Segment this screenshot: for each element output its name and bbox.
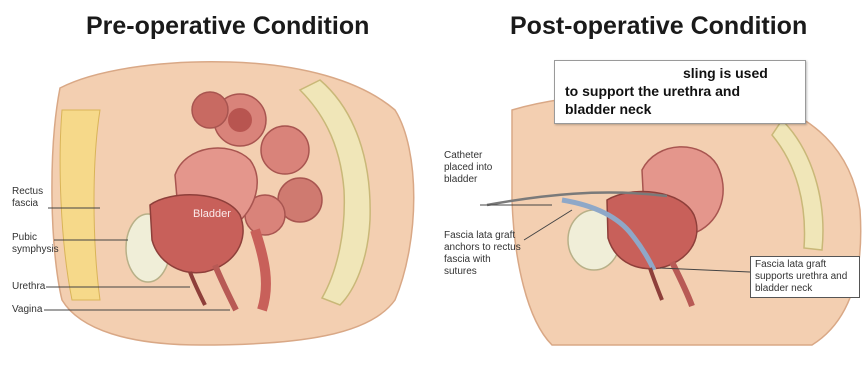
- callout-line-2: to support the urethra and: [565, 83, 740, 99]
- urethra-label: Urethra: [12, 281, 45, 293]
- post-operative-illustration: [432, 0, 865, 374]
- pre-operative-illustration: [0, 0, 432, 374]
- bladder: [607, 192, 697, 269]
- sling-callout: sling is used to support the urethra and…: [554, 60, 806, 124]
- callout-line-3: bladder neck: [565, 101, 651, 117]
- catheter-label: Catheter placed into bladder: [444, 150, 506, 186]
- graft-support-label: Fascia lata graft supports urethra and b…: [750, 256, 860, 298]
- pre-operative-panel: Pre-operative Condition: [0, 0, 432, 374]
- post-operative-panel: Post-operative Condition sling is used t…: [432, 0, 865, 374]
- rectus-fascia-label: Rectus fascia: [12, 186, 48, 210]
- bladder: [150, 195, 243, 273]
- bladder-label: Bladder: [193, 208, 231, 220]
- vagina-label: Vagina: [12, 304, 42, 316]
- fascia-anchor-label: Fascia lata graft anchors to rectus fasc…: [444, 230, 522, 278]
- callout-line-1: sling is used: [683, 65, 768, 81]
- pubic-symphysis-label: Pubic symphysis: [12, 232, 56, 256]
